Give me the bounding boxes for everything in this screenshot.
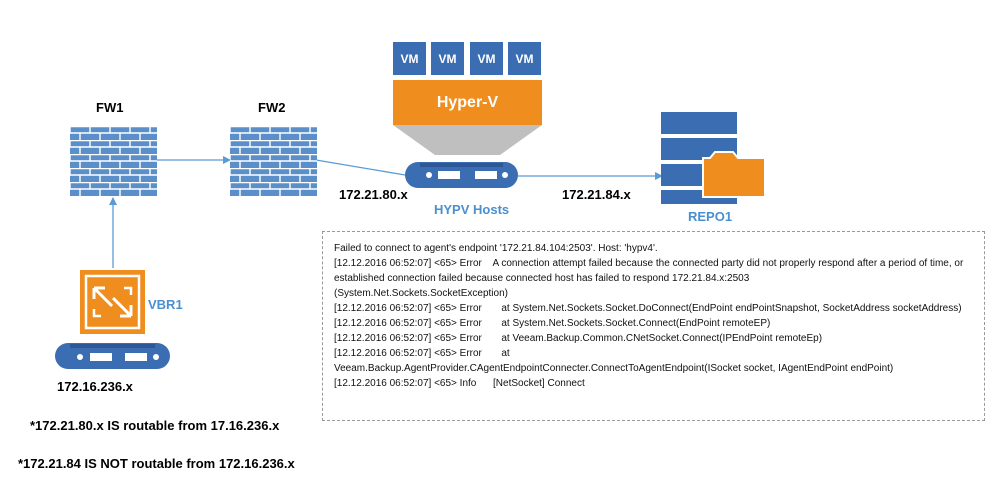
fw2-label: FW2: [258, 100, 286, 115]
vm-box-3: VM: [470, 42, 503, 75]
log-line: (System.Net.Sockets.SocketException): [334, 288, 508, 299]
server-icon-vbr: [55, 343, 170, 369]
fw1-label: FW1: [96, 100, 124, 115]
repository-icon: [661, 112, 766, 204]
server-icon-hypv: [405, 162, 518, 188]
log-line: Veeam.Backup.AgentProvider.CAgentEndpoin…: [334, 363, 894, 374]
routing-note-2: *172.21.84 IS NOT routable from 172.16.2…: [18, 456, 295, 471]
routing-note-1: *172.21.80.x IS routable from 17.16.236.…: [30, 418, 280, 433]
vbr1-label: VBR1: [148, 297, 183, 312]
hypv-hosts-label: HYPV Hosts: [434, 202, 510, 217]
log-line: [12.12.2016 06:52:07] <65> Error at Syst…: [334, 303, 962, 314]
error-log-box: Failed to connect to agent's endpoint '1…: [322, 231, 985, 421]
hyperv-pedestal: [393, 125, 542, 155]
ip-label-hypv-left: 172.21.80.x: [339, 187, 408, 202]
vm-box-4: VM: [508, 42, 541, 75]
vm-box-2: VM: [431, 42, 464, 75]
log-line: [12.12.2016 06:52:07] <65> Error at: [334, 348, 510, 359]
log-line: [12.12.2016 06:52:07] <65> Error at Veea…: [334, 333, 823, 344]
repo1-label: REPO1: [688, 209, 733, 224]
firewall-icon-fw2: [230, 126, 317, 197]
log-line: Failed to connect to agent's endpoint '1…: [334, 243, 658, 254]
ip-label-hypv-right: 172.21.84.x: [562, 187, 631, 202]
firewall-icon-fw1: [70, 126, 157, 197]
hyperv-bar: Hyper-V: [393, 80, 542, 125]
connector-fw2-hypv: [315, 159, 406, 176]
veeam-backup-icon: [80, 270, 145, 334]
log-line: [12.12.2016 06:52:07] <65> Error at Syst…: [334, 318, 771, 329]
log-line: [12.12.2016 06:52:07] <65> Info [NetSock…: [334, 378, 585, 389]
log-line: [12.12.2016 06:52:07] <65> Error A conne…: [334, 258, 967, 284]
vm-box-1: VM: [393, 42, 426, 75]
ip-label-vbr: 172.16.236.x: [57, 379, 133, 394]
